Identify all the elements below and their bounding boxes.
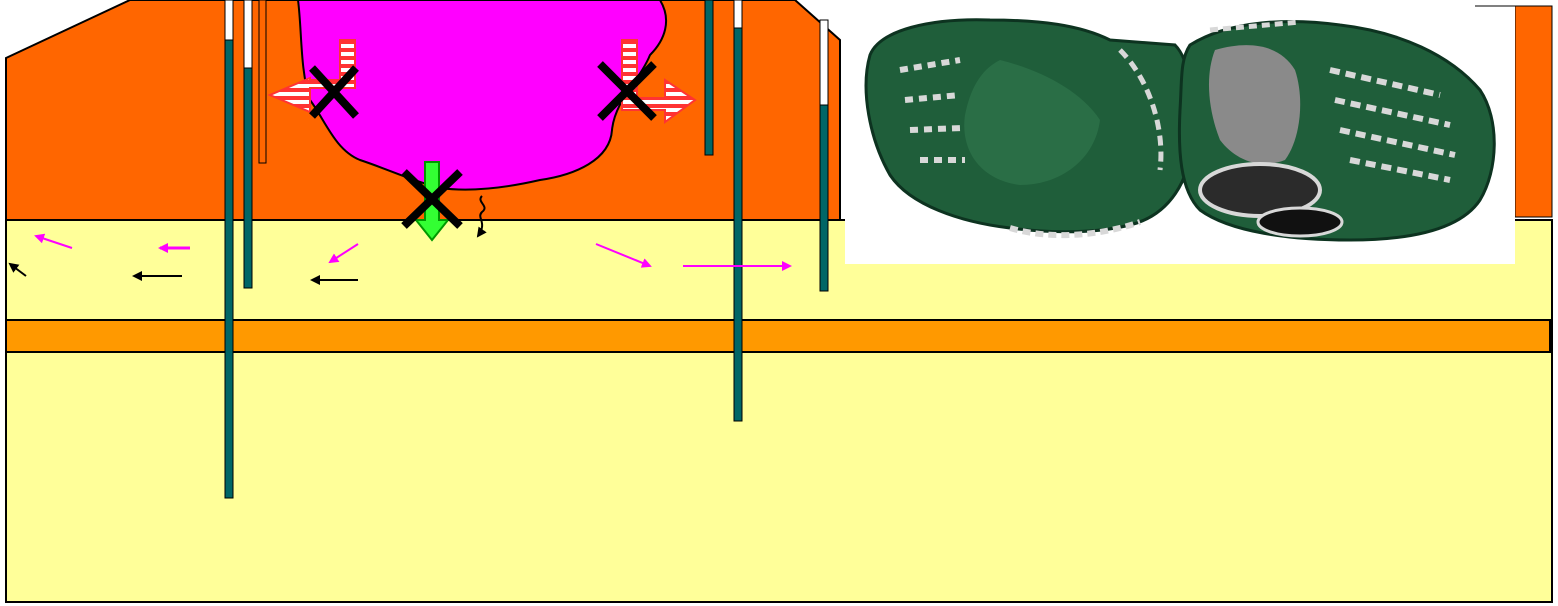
- upper-soil-layer-right: [1515, 6, 1552, 217]
- well-4: [705, 0, 713, 155]
- well-2: [244, 68, 252, 288]
- well-1-casing-top: [225, 0, 233, 40]
- well-3: [259, 0, 266, 163]
- well-2-casing-top: [244, 0, 252, 68]
- baseball-glove-photo: [845, 4, 1515, 264]
- well-6: [820, 105, 828, 291]
- lower-aquifer: [6, 220, 1552, 602]
- confining-layer: [6, 320, 1550, 352]
- well-5: [734, 28, 742, 421]
- well-6-casing-top: [820, 20, 828, 105]
- well-1: [225, 40, 233, 498]
- well-5-casing-top: [734, 0, 742, 28]
